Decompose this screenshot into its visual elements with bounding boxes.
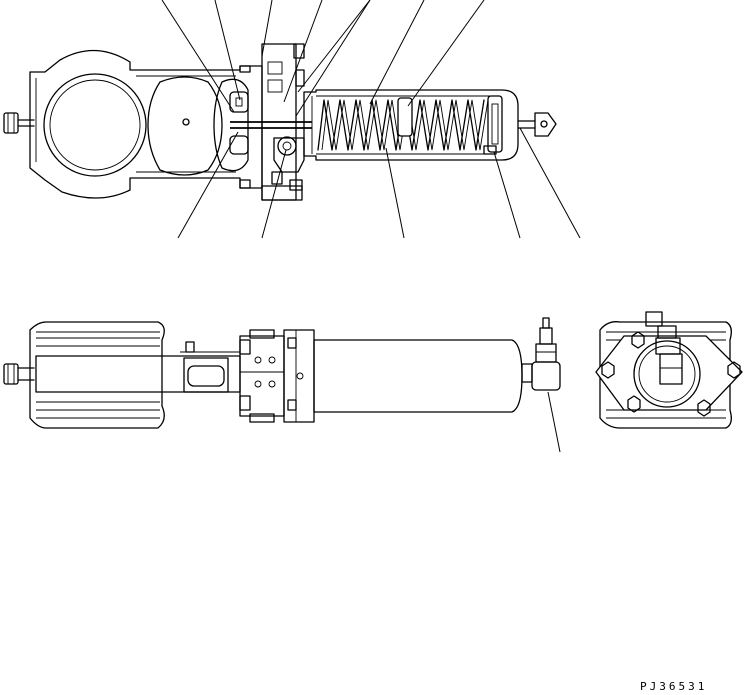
top-view — [3, 0, 581, 239]
outlet-chamber — [147, 76, 223, 176]
valve-disc — [43, 73, 147, 177]
spring-cylinder — [303, 89, 519, 161]
end-eye-bolt — [517, 112, 557, 137]
elbow-fitting-side — [521, 317, 561, 453]
cylinder-side — [313, 339, 523, 413]
coil-spring — [317, 97, 489, 151]
lever-body-side — [35, 341, 241, 393]
end-view — [595, 311, 743, 429]
cylinder-flange-side — [283, 329, 315, 423]
bracket-side — [239, 329, 285, 423]
end-fitting — [645, 311, 683, 385]
piston-plate — [483, 95, 503, 155]
end-bolt-left — [3, 112, 35, 134]
flange-bolt-heads — [601, 331, 741, 417]
mounting-bracket — [239, 43, 305, 201]
end-flange-plate — [595, 335, 743, 411]
end-bolt-left-side — [3, 363, 35, 385]
valve-body-side — [29, 321, 165, 429]
side-view — [3, 317, 561, 453]
drawing-code: PJ36531 — [640, 680, 708, 693]
lever-arm — [213, 78, 312, 172]
leader-lines-top — [161, 0, 581, 239]
